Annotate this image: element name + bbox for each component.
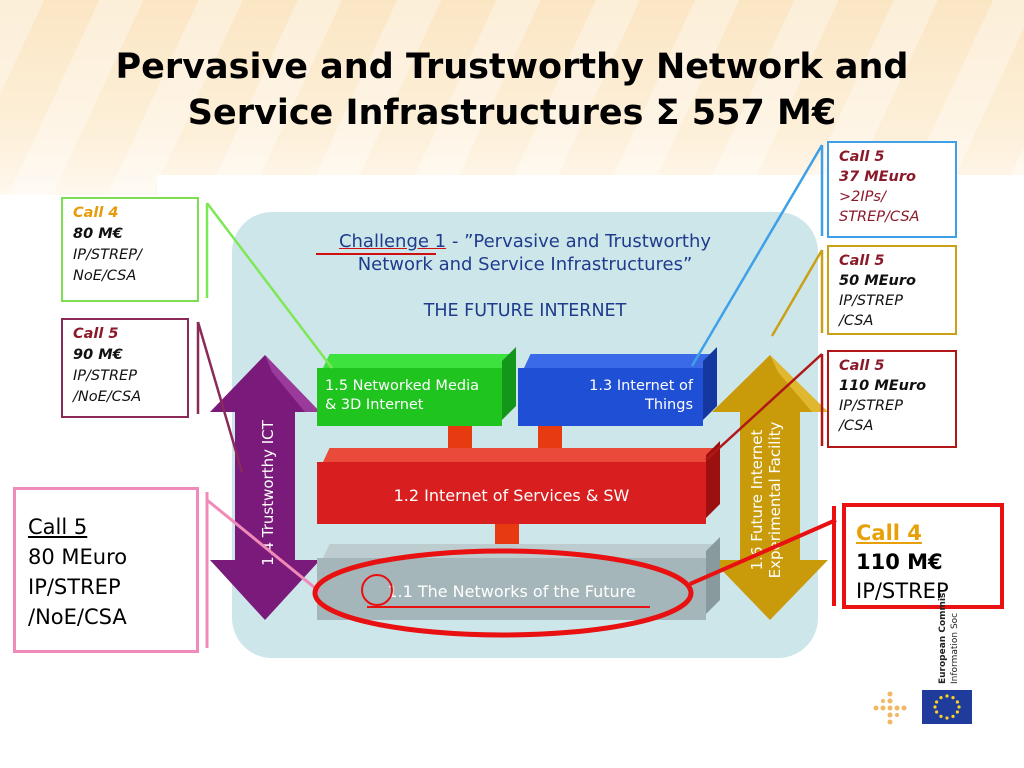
connector-line-call5-right-1 [690, 144, 824, 367]
highlight-small-circle [361, 574, 393, 606]
call-box-right-2: Call 5 50 MEuro IP/STREP /CSA [827, 245, 957, 335]
call-type-line2: /NoE/CSA [73, 389, 142, 405]
call-type-line2: STREP/CSA [839, 209, 920, 225]
call-type-line1: IP/STREP/ [73, 247, 142, 263]
connector-line-call5-mid-left [196, 321, 244, 473]
challenge-title-line2: Network and Service Infrastructures” [357, 254, 693, 275]
call-type-line2: /NoE/CSA [28, 605, 127, 629]
call-label: Call 5 [839, 149, 885, 165]
networks-of-future-box: 1.1 The Networks of the Future [317, 537, 720, 620]
future-internet-label: THE FUTURE INTERNET [423, 301, 627, 321]
call-type-line2: /CSA [839, 418, 874, 434]
highlight-ellipse [312, 548, 694, 638]
challenge-label: Challenge 1 [338, 231, 447, 252]
call-label: Call 5 [28, 515, 88, 539]
connector-line-call5-right-2 [770, 249, 824, 337]
call-amount: 90 M€ [73, 347, 123, 363]
call-amount: 110 M€ [856, 550, 943, 574]
trustworthy-ict-arrow [210, 355, 320, 620]
call-type-line2: /CSA [839, 313, 874, 329]
call-amount: 37 MEuro [839, 169, 916, 185]
internet-of-things-label-line1: 1.3 Internet of [589, 378, 693, 394]
call-type-line1: IP/STREP [839, 293, 903, 309]
call-label: Call 5 [73, 326, 119, 342]
call-amount: 80 MEuro [28, 545, 128, 569]
dotted-cross-icon [873, 691, 907, 725]
call-label: Call 4 [856, 521, 922, 545]
challenge-heading: Challenge 1 - ”Pervasive and Trustworthy… [232, 230, 818, 276]
call-type-line1: IP/STREP [73, 368, 137, 384]
networks-of-future-label: 1.1 The Networks of the Future [387, 582, 636, 601]
call-type-line2: NoE/CSA [73, 268, 137, 284]
call-label: Call 4 [73, 205, 119, 221]
call-type-line1: >2IPs/ [839, 189, 886, 205]
call-box-bottom-left: Call 5 80 MEuro IP/STREP /NoE/CSA [13, 487, 199, 653]
call-type-line1: IP/STREP [28, 575, 121, 599]
call-amount: 80 M€ [73, 226, 123, 242]
call-amount: 110 MEuro [839, 378, 927, 394]
call-box-bottom-right: Call 4 110 M€ IP/STREP [842, 503, 1004, 609]
internet-of-things-label-line2: Things [644, 397, 693, 413]
call-box-mid-left: Call 5 90 M€ IP/STREP /NoE/CSA [61, 318, 189, 418]
connector-line-call4-bottom-right [689, 518, 837, 586]
slide-title-line2: Service Infrastructures Σ 557 M€ [187, 93, 837, 133]
slide-title-line1: Pervasive and Trustworthy Network and [115, 47, 909, 87]
internet-of-things-box: 1.3 Internet of Things [518, 347, 717, 426]
networked-media-label-line2: & 3D Internet [325, 397, 424, 413]
call-label: Call 5 [839, 253, 885, 269]
networked-media-label-line1: 1.5 Networked Media [325, 378, 479, 394]
logo-text-line1: European Commis [938, 592, 948, 684]
call-amount: 50 MEuro [839, 273, 916, 289]
internet-of-services-box: 1.2 Internet of Services & SW [317, 441, 720, 524]
connector-line-call5-right-3 [705, 353, 823, 461]
call-type-line1: IP/STREP [856, 579, 949, 603]
connector-line-call5-bottom-left [206, 498, 321, 594]
call-box-right-3: Call 5 110 MEuro IP/STREP /CSA [827, 350, 957, 448]
european-commission-logo-text: European Commis Information Soc [922, 593, 982, 684]
challenge-title-line1: - ”Pervasive and Trustworthy [446, 231, 712, 252]
call-label: Call 5 [839, 358, 885, 374]
slide-title: Pervasive and Trustworthy Network and Se… [0, 44, 1024, 136]
internet-of-services-label: 1.2 Internet of Services & SW [393, 486, 630, 505]
call-type-line1: IP/STREP [839, 398, 903, 414]
logo-text-line2: Information Soc [950, 612, 960, 684]
call-box-top-left: Call 4 80 M€ IP/STREP/ NoE/CSA [61, 197, 199, 302]
call-box-right-1: Call 5 37 MEuro >2IPs/ STREP/CSA [827, 141, 957, 238]
connector-line-call4-top-left [206, 202, 333, 369]
experimental-facility-arrow [712, 355, 828, 620]
logo-graphics [873, 690, 972, 725]
networked-media-box: 1.5 Networked Media & 3D Internet [317, 347, 516, 426]
eu-flag-icon [922, 690, 972, 724]
